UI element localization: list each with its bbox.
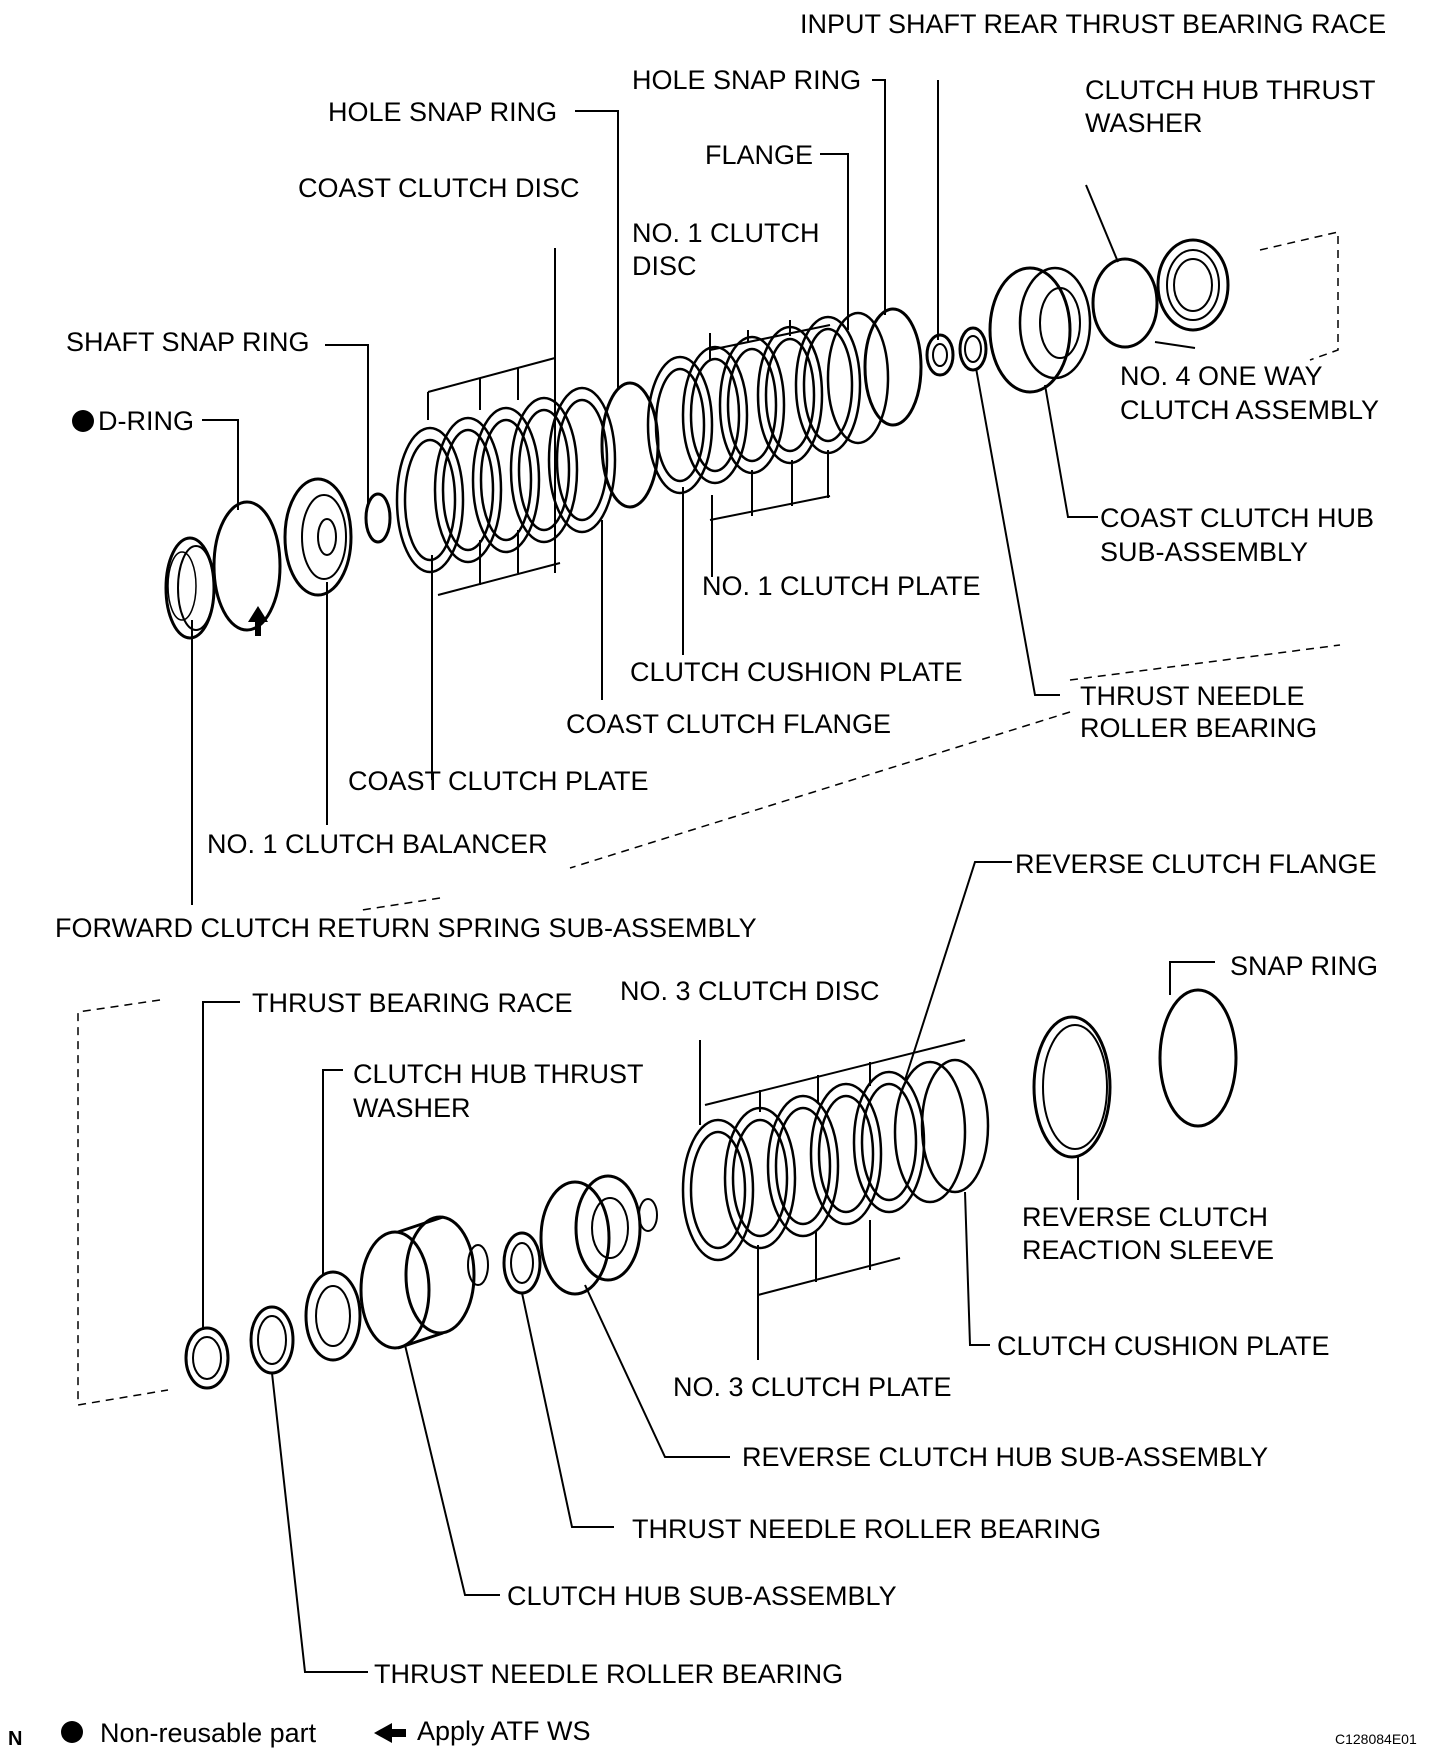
label-clutch-hub-sub-assembly: CLUTCH HUB SUB-ASSEMBLY: [507, 1581, 897, 1611]
no1-clutch-pack: [646, 311, 890, 495]
shaft-snap-ring-part: [364, 492, 392, 544]
clutch-hub-bottom-part: [359, 1215, 489, 1350]
label-reverse-clutch-reaction-1: REVERSE CLUTCH: [1022, 1202, 1268, 1232]
bottom-assembly: [184, 988, 1238, 1390]
label-forward-clutch-return: FORWARD CLUTCH RETURN SPRING SUB-ASSEMBL…: [55, 913, 757, 943]
label-clutch-hub-thrust-washer-bottom-1: CLUTCH HUB THRUST: [353, 1059, 644, 1089]
snap-ring-bottom-part: [1158, 988, 1238, 1128]
label-coast-clutch-disc: COAST CLUTCH DISC: [298, 173, 580, 203]
clutch-hub-thrust-washer-top-part: [1091, 257, 1159, 349]
part-labels: INPUT SHAFT REAR THRUST BEARING RACE HOL…: [55, 9, 1386, 1689]
label-flange: FLANGE: [705, 140, 813, 170]
no3-clutch-pack: [681, 1058, 990, 1262]
label-coast-clutch-flange: COAST CLUTCH FLANGE: [566, 709, 891, 739]
label-no1-clutch-balancer: NO. 1 CLUTCH BALANCER: [207, 829, 548, 859]
label-clutch-cushion-plate-bottom: CLUTCH CUSHION PLATE: [997, 1331, 1330, 1361]
label-no1-clutch-plate: NO. 1 CLUTCH PLATE: [702, 571, 981, 601]
label-thrust-needle-top-1: THRUST NEEDLE: [1080, 681, 1305, 711]
label-thrust-needle-top-2: ROLLER BEARING: [1080, 713, 1317, 743]
label-clutch-hub-thrust-washer-top-2: WASHER: [1085, 108, 1203, 138]
thrust-needle-middle-part: [502, 1231, 542, 1295]
thrust-bearing-race-bottom-part: [184, 1326, 230, 1390]
label-clutch-hub-thrust-washer-top-1: CLUTCH HUB THRUST: [1085, 75, 1376, 105]
label-input-shaft-rear-thrust-bearing-race: INPUT SHAFT REAR THRUST BEARING RACE: [800, 9, 1386, 39]
label-reverse-clutch-flange: REVERSE CLUTCH FLANGE: [1015, 849, 1377, 879]
legend-letter: N: [8, 1728, 22, 1748]
forward-clutch-return-spring-part: [164, 536, 216, 640]
legend: N Non-reusable part Apply ATF WS C128084…: [8, 1716, 1417, 1748]
legend-arrow-icon: [374, 1723, 406, 1743]
legend-apply: Apply ATF WS: [417, 1716, 591, 1746]
coast-clutch-hub-part: [988, 266, 1092, 394]
label-no1-clutch-disc-1: NO. 1 CLUTCH: [632, 218, 820, 248]
label-reverse-clutch-hub: REVERSE CLUTCH HUB SUB-ASSEMBLY: [742, 1442, 1268, 1472]
legend-non-reusable: Non-reusable part: [100, 1718, 317, 1748]
label-no1-clutch-disc-2: DISC: [632, 251, 697, 281]
label-clutch-hub-thrust-washer-bottom-2: WASHER: [353, 1093, 471, 1123]
label-clutch-cushion-plate-top: CLUTCH CUSHION PLATE: [630, 657, 963, 687]
label-reverse-clutch-reaction-2: REACTION SLEEVE: [1022, 1235, 1274, 1265]
reverse-clutch-reaction-sleeve-part: [1032, 1015, 1112, 1159]
separator-lines: [77, 231, 1341, 1406]
d-ring-part: [212, 500, 282, 632]
non-reusable-dot: [72, 410, 94, 432]
label-no4-one-way-2: CLUTCH ASSEMBLY: [1120, 395, 1379, 425]
thrust-needle-bottom-part: [249, 1305, 295, 1375]
label-thrust-needle-bottom-1: THRUST NEEDLE ROLLER BEARING: [632, 1514, 1101, 1544]
label-thrust-bearing-race: THRUST BEARING RACE: [252, 988, 573, 1018]
leader-lines: [191, 79, 1215, 1673]
coast-clutch-pack: [395, 386, 617, 574]
label-coast-clutch-plate: COAST CLUTCH PLATE: [348, 766, 649, 796]
thrust-needle-top-part: [958, 326, 988, 372]
clutch-hub-thrust-washer-bottom-part: [304, 1270, 362, 1362]
hole-snap-ring-2-part: [863, 307, 923, 427]
label-hole-snap-ring-2: HOLE SNAP RING: [632, 65, 861, 95]
figure-code: C128084E01: [1335, 1731, 1417, 1747]
label-shaft-snap-ring: SHAFT SNAP RING: [66, 327, 310, 357]
clutch-balancer-part: [283, 477, 353, 597]
label-no4-one-way-1: NO. 4 ONE WAY: [1120, 361, 1323, 391]
label-snap-ring: SNAP RING: [1230, 951, 1378, 981]
label-no3-clutch-plate: NO. 3 CLUTCH PLATE: [673, 1372, 952, 1402]
label-thrust-needle-bottom-2: THRUST NEEDLE ROLLER BEARING: [374, 1659, 843, 1689]
label-hole-snap-ring-1: HOLE SNAP RING: [328, 97, 557, 127]
reverse-clutch-hub-part: [539, 1174, 658, 1296]
thrust-bearing-race-top-part: [925, 333, 955, 377]
label-no3-clutch-disc: NO. 3 CLUTCH DISC: [620, 976, 880, 1006]
label-coast-clutch-hub-2: SUB-ASSEMBLY: [1100, 537, 1308, 567]
apply-atf-arrow: [248, 606, 268, 636]
label-d-ring: D-RING: [98, 406, 194, 436]
legend-dot-icon: [61, 1721, 83, 1743]
top-assembly: [164, 238, 1230, 640]
one-way-clutch-part: [1156, 238, 1230, 332]
label-coast-clutch-hub-1: COAST CLUTCH HUB: [1100, 503, 1374, 533]
